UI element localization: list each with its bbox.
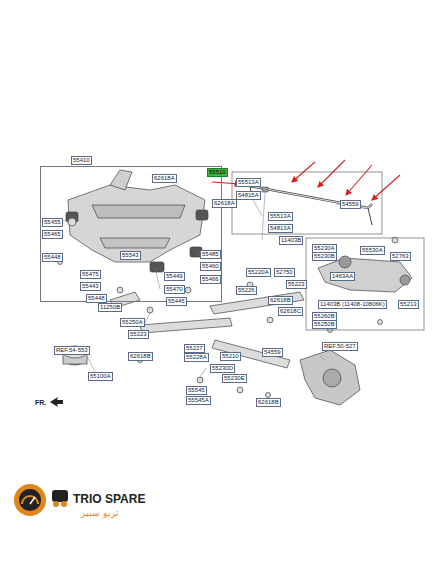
- callout-number: 55460: [200, 262, 221, 271]
- callout-number: 55250B: [312, 320, 337, 329]
- callout-number: 55449: [164, 272, 185, 281]
- callout-number: 55227: [184, 344, 205, 353]
- callout-number: 55230D: [210, 364, 235, 373]
- callout-number: 55230E: [222, 374, 247, 383]
- direction-mark: FR.: [34, 399, 47, 406]
- callout-number: 55530A: [360, 246, 385, 255]
- callout-number: 55543: [120, 251, 141, 260]
- callout-number: REF.50-527: [322, 342, 358, 351]
- callout-number: 11250B: [98, 303, 122, 312]
- callout-number: 55475: [80, 270, 101, 279]
- callout-number: 55445: [166, 297, 187, 306]
- callout-number: 11403B (11408-10806K): [318, 300, 387, 309]
- brand-name: تريو سبير: [80, 508, 120, 519]
- callout-number: 55228A: [184, 353, 209, 362]
- callout-number: 54559: [262, 348, 283, 357]
- callout-number: 55223: [128, 330, 149, 339]
- callout-number: 55223: [286, 280, 307, 289]
- brand-name: TRIO SPARE: [72, 492, 146, 506]
- callout-number: 55545A: [186, 396, 211, 405]
- callout-number: 55100A: [88, 372, 113, 381]
- callout-number: 55448: [42, 253, 63, 262]
- callout-number: 52750: [274, 268, 295, 277]
- callout-number: 55545: [186, 386, 207, 395]
- callout-number: 55510: [207, 168, 228, 177]
- callout-number: 55220A: [246, 268, 271, 277]
- callout-number: 62618B: [268, 296, 293, 305]
- callout-number: 62618B: [128, 352, 153, 361]
- callout-number: 55455: [42, 218, 63, 227]
- callout-number: 55465: [42, 230, 63, 239]
- callout-number: 62618A: [212, 199, 237, 208]
- callout-number: 62618A: [152, 174, 177, 183]
- callout-number: 62618B: [256, 398, 281, 407]
- callout-number: 55226: [236, 286, 257, 295]
- callout-number: 55210: [220, 352, 241, 361]
- callout-number: 55443: [80, 282, 101, 291]
- callout-number: 54813A: [268, 224, 293, 233]
- callout-number: 11403B: [279, 236, 303, 245]
- callout-number: 55230B: [312, 252, 337, 261]
- callout-number: 55470: [164, 285, 185, 294]
- callout-number: 55513A: [268, 212, 293, 221]
- callout-number: 1463AA: [330, 272, 355, 281]
- callout-number: 55448: [86, 294, 107, 303]
- callout-number: 55466: [200, 275, 221, 284]
- callout-number: 54815A: [236, 191, 261, 200]
- callout-number: 52763: [390, 252, 411, 261]
- callout-number: 55485: [200, 250, 221, 259]
- callout-number: 62618C: [278, 307, 303, 316]
- callout-number: REF.54-553: [54, 346, 90, 355]
- group-number: 55410: [71, 156, 92, 165]
- callout-number: 54559: [340, 200, 361, 209]
- callout-number: 55250A: [120, 318, 145, 327]
- group-frame: 55410: [40, 166, 222, 302]
- callout-number: 55513A: [236, 178, 261, 187]
- callout-number: 55213: [398, 300, 419, 309]
